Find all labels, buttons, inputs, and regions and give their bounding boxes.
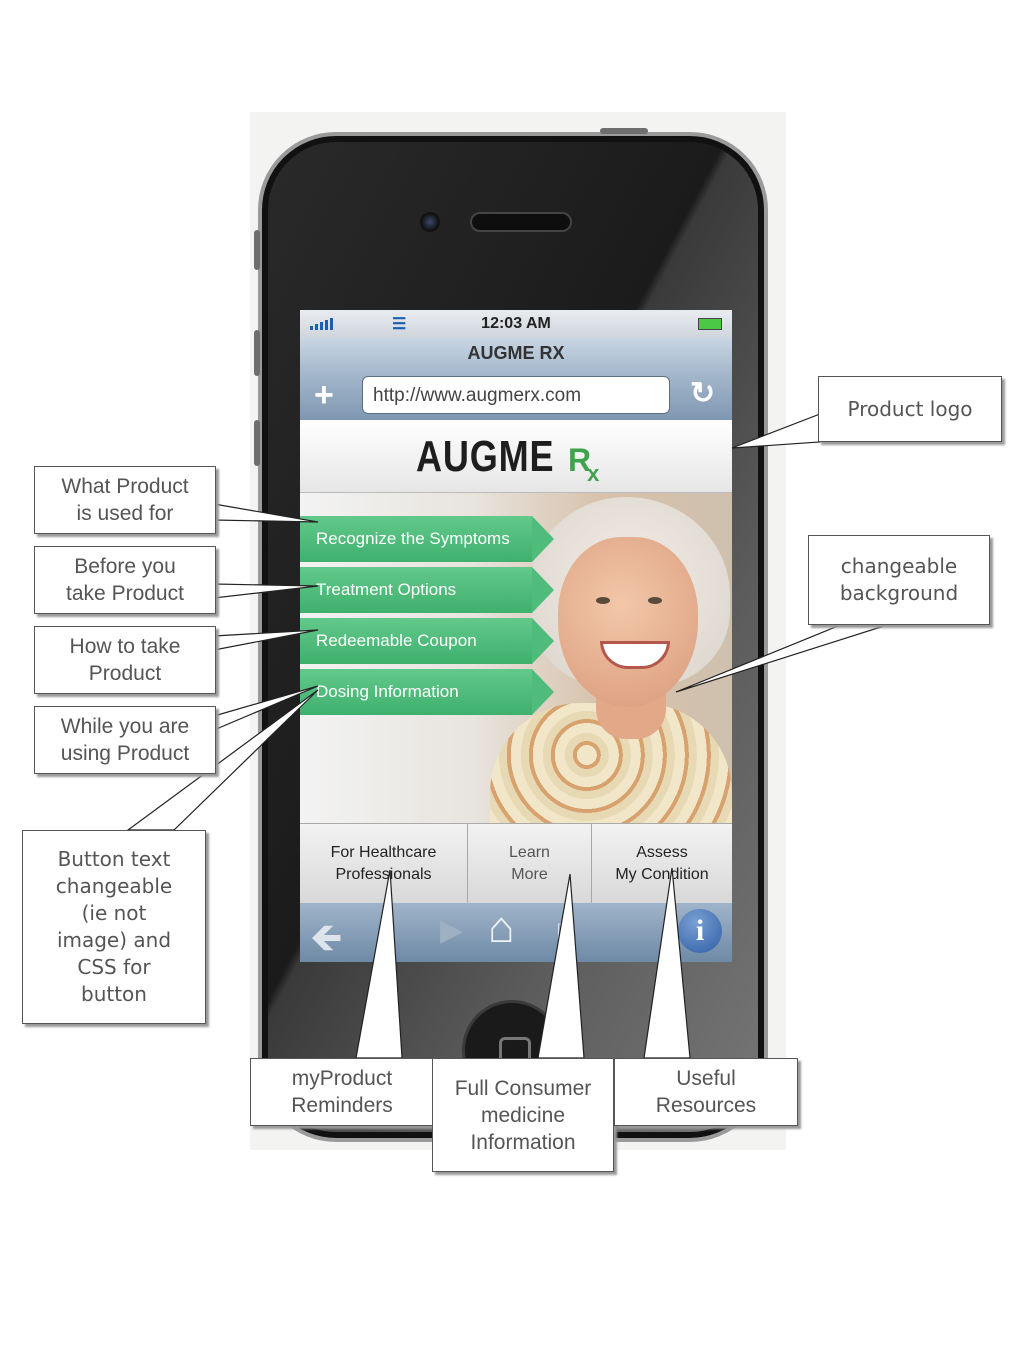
pointer-product-logo [731,413,821,449]
logo-rx-mark: Rx [568,442,603,486]
pointer-useful [643,867,691,1059]
callout-how-to-take: How to take Product [34,626,216,694]
menu-recognize-symptoms[interactable]: Recognize the Symptoms [300,516,554,562]
home-icon[interactable]: ⌂ [488,903,515,952]
plus-icon[interactable]: + [314,376,334,414]
volume-up-button [254,330,260,376]
bottom-button-row: For Healthcare Professionals Learn More … [300,823,732,904]
status-bar: ☰ 12:03 AM [300,310,732,338]
assess-condition-button[interactable]: Assess My Condition [615,844,709,883]
phone-screen: ☰ 12:03 AM AUGME RX + http://www.augmerx… [300,310,732,962]
pointer-while-using [213,685,319,731]
woman-face [558,537,698,707]
callout-full-consumer-info: Full Consumer medicine Information [432,1058,614,1172]
url-input[interactable]: http://www.augmerx.com [362,376,670,414]
woman-eye-left [596,597,610,604]
battery-icon [698,318,722,330]
mute-switch [254,230,260,270]
callout-while-using: While you are using Product [34,706,216,774]
woman-eye-right [648,597,662,604]
pointer-what-product [213,503,319,523]
pointer-how-to-take [213,629,319,651]
earpiece-speaker [470,212,572,232]
product-logo-band: AUGME Rx [300,420,732,493]
back-arrow-icon[interactable]: 🡸 [310,916,343,960]
callout-before-you: Before you take Product [34,546,216,614]
browser-url-bar: + http://www.augmerx.com ↻ [300,368,732,420]
learn-more-button[interactable]: Learn More [468,824,592,904]
logo-wordmark: AUGME [416,432,555,481]
browser-page-title: AUGME RX [300,338,732,368]
logo-rx-sub: x [587,461,600,486]
callout-useful-resources: Useful Resources [614,1058,798,1126]
callout-what-product: What Product is used for [34,466,216,534]
logo-rx-letter: R [568,442,592,478]
callout-product-logo: Product logo [818,376,1002,442]
forward-arrow-icon[interactable]: ▶ [440,914,464,947]
power-button [600,128,648,134]
pointer-full-consumer [537,873,585,1059]
pointer-myproduct [355,869,403,1059]
callout-myproduct-reminders: myProduct Reminders [250,1058,434,1126]
volume-down-button [254,420,260,466]
healthcare-professionals-button[interactable]: For Healthcare Professionals [300,824,468,904]
info-icon[interactable]: i [678,909,722,953]
status-time: 12:03 AM [481,315,551,332]
front-camera [420,212,440,232]
callout-button-text: Button text changeable (ie not image) an… [22,830,206,1024]
menu-treatment-options[interactable]: Treatment Options [300,567,554,613]
menu-redeemable-coupon[interactable]: Redeemable Coupon [300,618,554,664]
callout-changeable-background: changeable background [808,535,990,625]
menu-dosing-information[interactable]: Dosing Information [300,669,554,715]
pointer-before-you [213,583,319,599]
reload-icon[interactable]: ↻ [690,377,716,410]
wifi-icon: ☰ [392,316,407,333]
pointer-changeable-background [675,625,885,693]
main-menu: Recognize the Symptoms Treatment Options… [300,516,560,720]
